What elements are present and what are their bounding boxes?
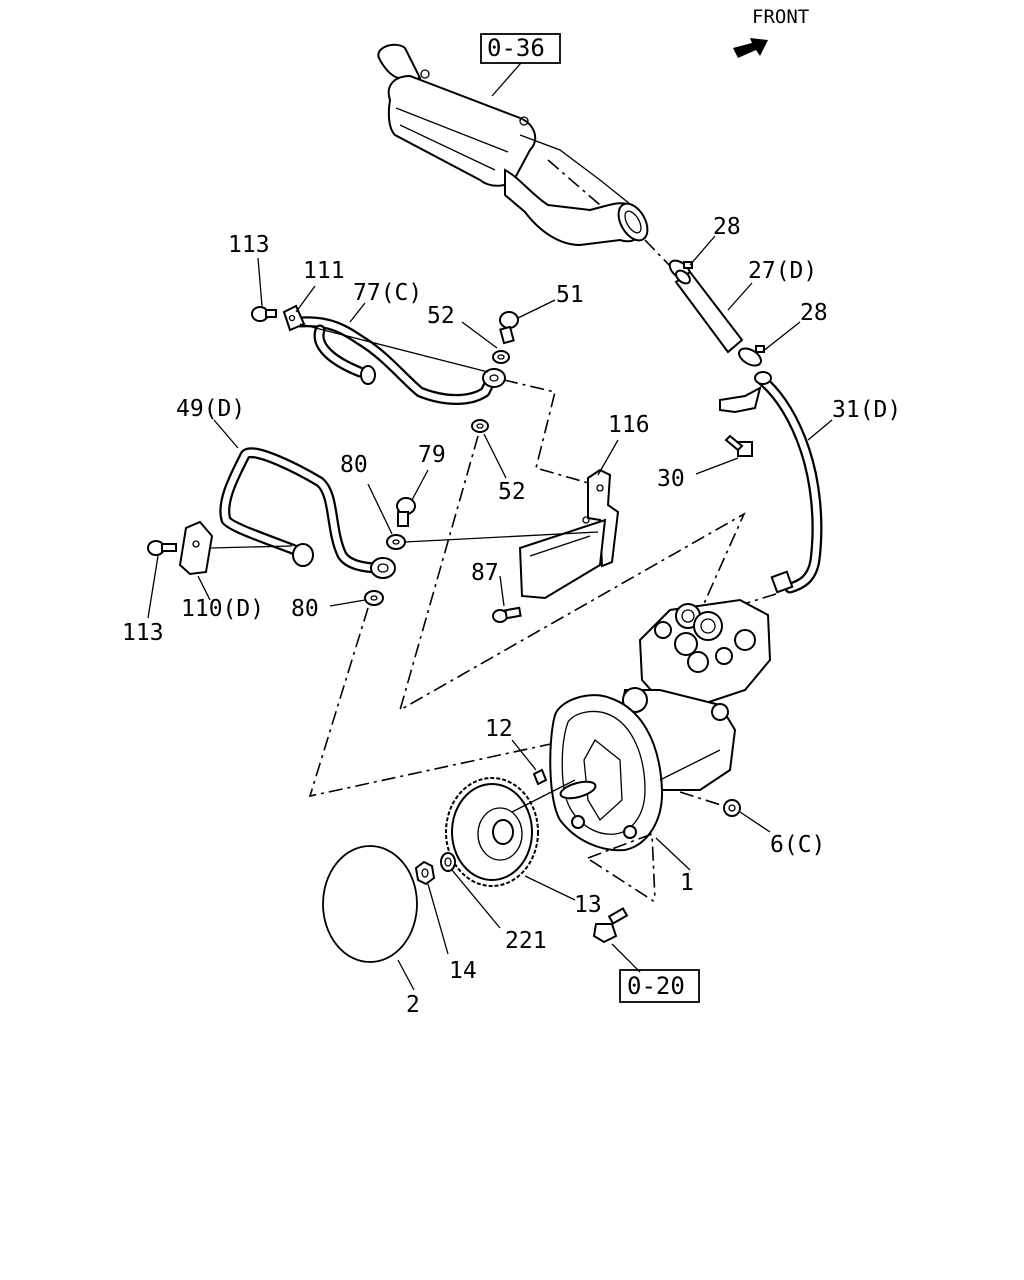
callout-77c: 77(C) xyxy=(353,280,422,306)
callout-111: 111 xyxy=(303,258,345,284)
callout-28-lower: 28 xyxy=(800,300,828,326)
callout-31d: 31(D) xyxy=(832,397,901,423)
pipe-clip-111[interactable] xyxy=(282,304,306,332)
callout-113-upper: 113 xyxy=(228,232,270,258)
air-intake-duct xyxy=(377,43,649,247)
washer-52-upper[interactable] xyxy=(492,350,510,364)
callout-79: 79 xyxy=(418,442,446,468)
bolt-113-upper[interactable] xyxy=(251,306,277,322)
callout-80-lower: 80 xyxy=(291,596,319,622)
drive-gear-13[interactable] xyxy=(445,777,539,887)
callout-116: 116 xyxy=(608,412,650,438)
reference-label-036: 0-36 xyxy=(487,34,545,62)
callout-30: 30 xyxy=(657,466,685,492)
rubber-hose[interactable] xyxy=(674,268,744,354)
o-ring-2[interactable] xyxy=(322,845,418,963)
bolt-0-20[interactable] xyxy=(592,907,629,944)
callout-51: 51 xyxy=(556,282,584,308)
hose-clamp-lower[interactable] xyxy=(736,345,765,369)
nut-6c[interactable] xyxy=(723,799,741,817)
eye-bolt-79[interactable] xyxy=(396,497,416,527)
air-pipe[interactable] xyxy=(754,371,823,594)
callout-2: 2 xyxy=(406,992,420,1018)
callout-87: 87 xyxy=(471,560,499,586)
callout-28-upper: 28 xyxy=(713,214,741,240)
bolt-113-lower[interactable] xyxy=(147,540,177,556)
reference-box-036[interactable]: 0-36 xyxy=(480,33,561,64)
callout-14: 14 xyxy=(449,958,477,984)
callout-80-upper: 80 xyxy=(340,452,368,478)
washer-221[interactable] xyxy=(440,852,456,872)
callout-13: 13 xyxy=(574,892,602,918)
callout-110d: 110(D) xyxy=(181,596,264,622)
nut-14[interactable] xyxy=(414,860,436,886)
front-label: FRONT xyxy=(752,6,809,28)
callout-1: 1 xyxy=(680,870,694,896)
reference-box-020[interactable]: 0-20 xyxy=(619,969,700,1003)
washer-80-upper[interactable] xyxy=(386,534,406,550)
callout-113-lower: 113 xyxy=(122,620,164,646)
front-indicator: FRONT xyxy=(733,6,809,58)
callout-6c: 6(C) xyxy=(770,832,825,858)
air-compressor[interactable] xyxy=(549,598,772,852)
woodruff-key-12[interactable] xyxy=(532,768,548,786)
oil-pipe-77[interactable] xyxy=(294,316,506,405)
callout-52-lower: 52 xyxy=(498,479,526,505)
front-arrow-icon xyxy=(733,38,768,58)
eye-bolt-51[interactable] xyxy=(499,311,519,345)
washer-80-lower[interactable] xyxy=(364,590,384,606)
pipe-clip-110[interactable] xyxy=(178,520,214,576)
bolt-30[interactable] xyxy=(724,434,753,457)
callout-27d: 27(D) xyxy=(748,258,817,284)
oil-pipe-49[interactable] xyxy=(219,447,396,579)
callout-12: 12 xyxy=(485,716,513,742)
pipe-bracket[interactable] xyxy=(719,386,762,414)
callout-221: 221 xyxy=(505,928,547,954)
mounting-bracket-116[interactable] xyxy=(518,468,620,600)
callout-49d: 49(D) xyxy=(176,396,245,422)
callout-52-upper: 52 xyxy=(427,303,455,329)
washer-52-lower[interactable] xyxy=(471,419,489,433)
reference-label-020: 0-20 xyxy=(627,972,685,1000)
bolt-87[interactable] xyxy=(492,606,522,623)
